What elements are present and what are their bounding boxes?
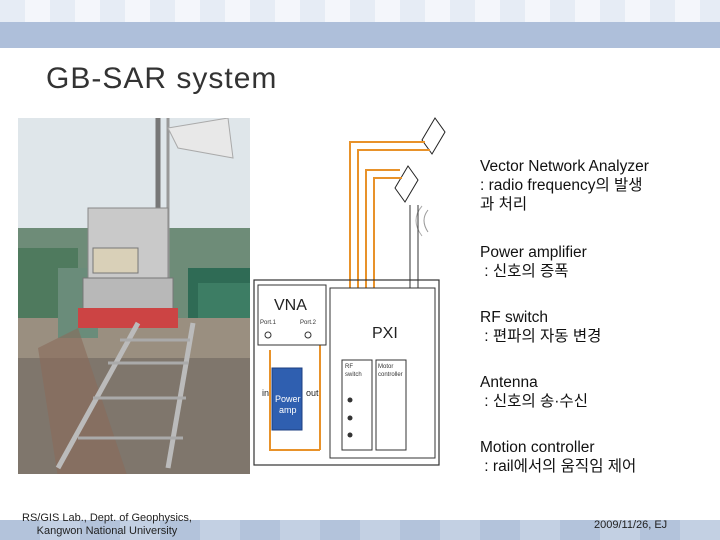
- description-vna: Vector Network Analyzer : radio frequenc…: [480, 157, 710, 214]
- description-text: : 신호의 증폭: [480, 263, 569, 280]
- footer-date: 2009/11/26, EJ: [594, 519, 668, 531]
- description-title: Vector Network Analyzer: [480, 158, 649, 175]
- svg-text:controller: controller: [378, 372, 403, 378]
- description-text: : 편파의 자동 변경: [480, 328, 602, 345]
- power-amp-box: [271, 367, 303, 431]
- description-title: Power amplifier: [480, 244, 587, 261]
- motor-controller-box: [375, 359, 407, 451]
- description-text: 과 처리: [480, 196, 528, 213]
- description-text: : rail에서의 움직임 제어: [480, 458, 637, 475]
- svg-text:switch: switch: [345, 372, 362, 378]
- description-motion-controller: Motion controller : rail에서의 움직임 제어: [480, 438, 710, 476]
- slide-title: GB-SAR system: [46, 62, 278, 95]
- system-photo: [18, 118, 250, 474]
- svg-text:Power: Power: [275, 394, 301, 404]
- description-title: Motion controller: [480, 439, 595, 456]
- description-text: : radio frequency의 발생: [480, 177, 643, 194]
- description-title: Antenna: [480, 374, 538, 391]
- footer-affiliation: RS/GIS Lab., Dept. of Geophysics, Kangwo…: [22, 512, 192, 537]
- svg-text:out: out: [306, 388, 319, 398]
- svg-text:RF: RF: [345, 364, 353, 370]
- svg-text:amp: amp: [279, 405, 297, 415]
- top-band: [0, 22, 720, 48]
- description-title: RF switch: [480, 309, 549, 326]
- pxi-label: PXI: [372, 325, 398, 342]
- description-antenna: Antenna : 신호의 송·수신: [480, 373, 710, 411]
- svg-text:Port.1: Port.1: [260, 320, 277, 326]
- rf-switch-box: [341, 359, 373, 451]
- svg-text:Motor: Motor: [378, 364, 393, 370]
- antenna-lower: [394, 165, 419, 203]
- system-diagram: VNA Port.1 Port.2 PXI RF switch Motor co…: [250, 110, 465, 472]
- description-rf-switch: RF switch : 편파의 자동 변경: [480, 308, 710, 346]
- top-band-pattern: [0, 0, 720, 22]
- title-box: [28, 50, 328, 110]
- description-text: : 신호의 송·수신: [480, 393, 588, 410]
- vna-label: VNA: [274, 297, 307, 314]
- description-power-amplifier: Power amplifier : 신호의 증폭: [480, 243, 710, 281]
- bottom-band-pattern: [0, 520, 720, 540]
- svg-text:in: in: [262, 388, 269, 398]
- svg-text:Port.2: Port.2: [300, 320, 317, 326]
